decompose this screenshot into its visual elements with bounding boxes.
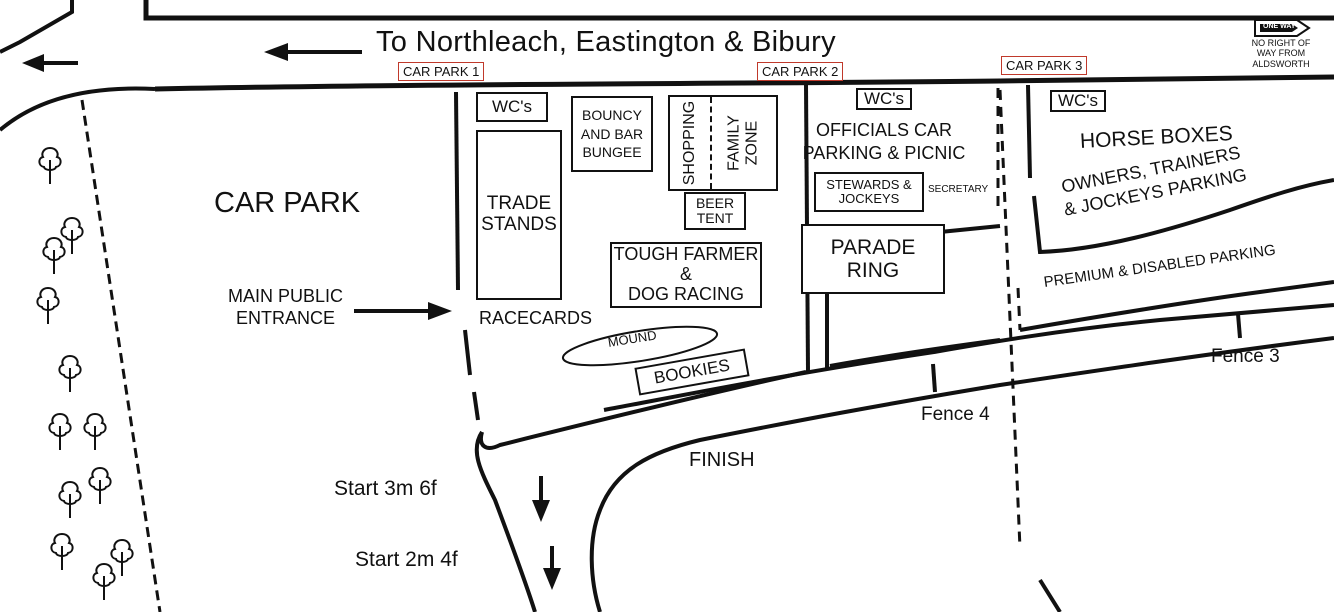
- wc-box-2[interactable]: WC's: [856, 88, 912, 110]
- main-public-entrance-label[interactable]: MAIN PUBLIC ENTRANCE: [228, 286, 344, 328]
- fence-3-label[interactable]: Fence 3: [1211, 346, 1280, 367]
- enclosure-boundary: [454, 83, 1334, 450]
- racecourse-track: [474, 89, 1334, 612]
- tree-icon: [58, 481, 82, 519]
- arrow-left-icon: [22, 54, 78, 72]
- tough-farmer-dog-racing-box[interactable]: TOUGH FARMER & DOG RACING: [610, 242, 762, 308]
- racecards-label[interactable]: RACECARDS: [479, 308, 593, 328]
- family-zone-label: FAMILY ZONE: [725, 115, 761, 171]
- destination-title: To Northleach, Eastington & Bibury: [376, 26, 836, 58]
- tree-icon: [58, 355, 82, 393]
- one-way-sign-text: ONE WAY: [1263, 23, 1296, 30]
- beer-tent-box[interactable]: BEER TENT: [684, 192, 746, 230]
- top-road: [0, 0, 1334, 132]
- car-park-main-label[interactable]: CAR PARK: [214, 187, 361, 219]
- bouncy-and-bungee-box[interactable]: BOUNCY AND BAR BUNGEE: [571, 96, 653, 172]
- stewards-jockeys-box[interactable]: STEWARDS & JOCKEYS: [814, 172, 924, 212]
- start-2m-4f-label[interactable]: Start 2m 4f: [355, 548, 458, 571]
- trade-stands-box[interactable]: TRADE STANDS: [476, 130, 562, 300]
- car-park-2-label[interactable]: CAR PARK 2: [757, 62, 844, 81]
- arrow-down-icon: [532, 476, 550, 522]
- finish-label[interactable]: FINISH: [689, 449, 755, 471]
- tree-icon: [36, 287, 60, 325]
- one-way-sign-icon: [1254, 19, 1311, 37]
- no-right-of-way-note: NO RIGHT OF WAY FROM ALDSWORTH: [1251, 38, 1311, 69]
- car-park-3-label[interactable]: CAR PARK 3: [1001, 56, 1088, 75]
- parade-ring-box[interactable]: PARADE RING: [801, 224, 945, 294]
- secretary-label[interactable]: SECRETARY: [928, 184, 989, 195]
- tree-icon: [50, 533, 74, 571]
- tree-row: [36, 147, 134, 601]
- tree-icon: [88, 467, 112, 505]
- arrow-left-icon: [264, 43, 362, 61]
- tree-icon: [38, 147, 62, 185]
- start-3m-6f-label[interactable]: Start 3m 6f: [334, 477, 437, 500]
- tree-icon: [92, 563, 116, 601]
- tree-icon: [83, 413, 107, 451]
- arrow-down-icon: [543, 546, 561, 590]
- wc-box-3[interactable]: WC's: [1050, 90, 1106, 112]
- tree-icon: [42, 237, 66, 275]
- car-park-1-label[interactable]: CAR PARK 1: [398, 62, 485, 81]
- left-road: [80, 99, 162, 612]
- mound-shape: [561, 325, 719, 367]
- tree-icon: [48, 413, 72, 451]
- shopping-family-box[interactable]: SHOPPING FAMILY ZONE: [668, 95, 778, 191]
- officials-parking-label[interactable]: OFFICIALS CAR PARKING & PICNIC: [802, 120, 966, 164]
- tree-icon: [110, 539, 134, 577]
- fence-4-label[interactable]: Fence 4: [921, 404, 990, 425]
- arrow-right-icon: [354, 302, 452, 320]
- wc-box-1[interactable]: WC's: [476, 92, 548, 122]
- shopping-label: SHOPPING: [681, 100, 699, 186]
